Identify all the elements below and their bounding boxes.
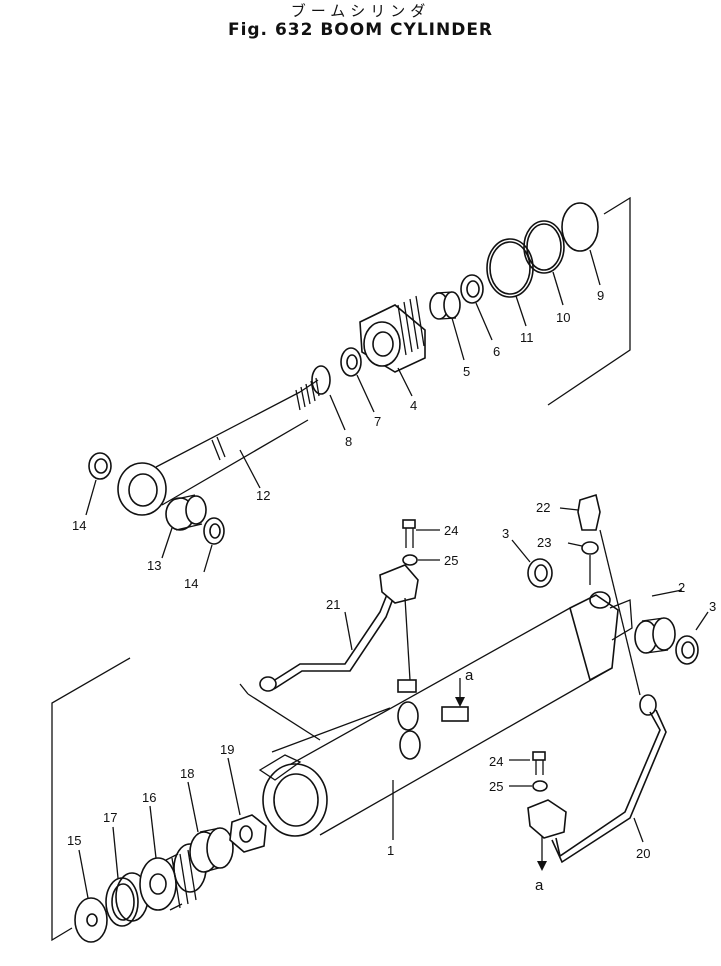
part-2-bushing bbox=[634, 617, 676, 654]
callout-7: 7 bbox=[374, 414, 381, 429]
figure-title-japanese: ブームシリンダ bbox=[290, 2, 431, 20]
upper-group-bracket bbox=[547, 196, 631, 406]
part-3-seal-top bbox=[527, 558, 553, 588]
callout-15: 15 bbox=[67, 833, 81, 848]
part-18-bushing bbox=[189, 827, 234, 873]
part-3-seal-right bbox=[675, 635, 699, 665]
callout-8: 8 bbox=[345, 434, 352, 449]
callout-3-right: 3 bbox=[709, 599, 716, 614]
callout-10: 10 bbox=[556, 310, 570, 325]
callout-1: 1 bbox=[387, 843, 394, 858]
callout-25-upper: 25 bbox=[444, 553, 458, 568]
part-15-washer bbox=[74, 897, 108, 943]
marker-a-upper: a bbox=[465, 667, 474, 684]
marker-a-lower: a bbox=[535, 877, 544, 894]
callout-14-upper: 14 bbox=[72, 518, 86, 533]
part-13-bushing bbox=[165, 494, 207, 531]
callout-18: 18 bbox=[180, 766, 194, 781]
part-14-seal-upper bbox=[88, 452, 112, 480]
part-7-nut bbox=[340, 347, 362, 377]
part-14-seal-lower bbox=[203, 517, 225, 545]
callout-6: 6 bbox=[493, 344, 500, 359]
callout-16: 16 bbox=[142, 790, 156, 805]
part-24-bolt-upper bbox=[402, 519, 416, 548]
upper-leader-lines bbox=[85, 249, 601, 573]
part-6-rod-seal bbox=[460, 274, 484, 304]
part-1-cylinder-tube bbox=[258, 591, 633, 837]
part-8-snap-ring bbox=[311, 365, 331, 395]
part-4-cylinder-head bbox=[359, 295, 426, 373]
callout-20: 20 bbox=[636, 846, 650, 861]
part-9-o-ring bbox=[561, 202, 599, 252]
callout-24-lower: 24 bbox=[489, 754, 503, 769]
part-10-ring bbox=[523, 220, 565, 274]
lower-group-bracket bbox=[51, 657, 131, 942]
callout-12: 12 bbox=[256, 488, 270, 503]
part-17-ring bbox=[105, 872, 149, 927]
callout-5: 5 bbox=[463, 364, 470, 379]
callout-23: 23 bbox=[537, 535, 551, 550]
callout-25-lower: 25 bbox=[489, 779, 503, 794]
callout-19: 19 bbox=[220, 742, 234, 757]
part-5-bushing bbox=[429, 291, 461, 320]
callout-2: 2 bbox=[678, 580, 685, 595]
piston-rod bbox=[117, 377, 320, 516]
callout-13: 13 bbox=[147, 558, 161, 573]
part-21-pipe bbox=[259, 564, 419, 692]
callout-labels: 1 2 3 3 4 5 6 7 8 9 10 11 12 13 14 14 15… bbox=[67, 288, 716, 894]
part-20-pipe bbox=[551, 529, 667, 864]
part-24-bolt-lower bbox=[532, 751, 546, 775]
callout-17: 17 bbox=[103, 810, 117, 825]
lower-clamp bbox=[527, 799, 567, 839]
callout-9: 9 bbox=[597, 288, 604, 303]
callout-14-lower: 14 bbox=[184, 576, 198, 591]
direction-arrow-a-lower bbox=[537, 836, 547, 871]
part-19-nut bbox=[229, 814, 267, 853]
callout-21: 21 bbox=[326, 597, 340, 612]
part-25-washer-upper bbox=[402, 554, 418, 566]
callout-24-upper: 24 bbox=[444, 523, 458, 538]
part-22-elbow-fitting bbox=[559, 493, 601, 531]
part-23-o-ring bbox=[567, 541, 599, 585]
callout-11: 11 bbox=[520, 330, 534, 345]
callout-4: 4 bbox=[410, 398, 417, 413]
figure-title: Fig. 632 BOOM CYLINDER bbox=[227, 20, 494, 40]
lower-leader-lines bbox=[78, 539, 709, 899]
callout-3-top: 3 bbox=[502, 526, 509, 541]
part-11-ring bbox=[486, 238, 534, 298]
part-25-washer-lower bbox=[532, 780, 548, 792]
direction-arrow-a-upper bbox=[455, 678, 465, 707]
callout-22: 22 bbox=[536, 500, 550, 515]
